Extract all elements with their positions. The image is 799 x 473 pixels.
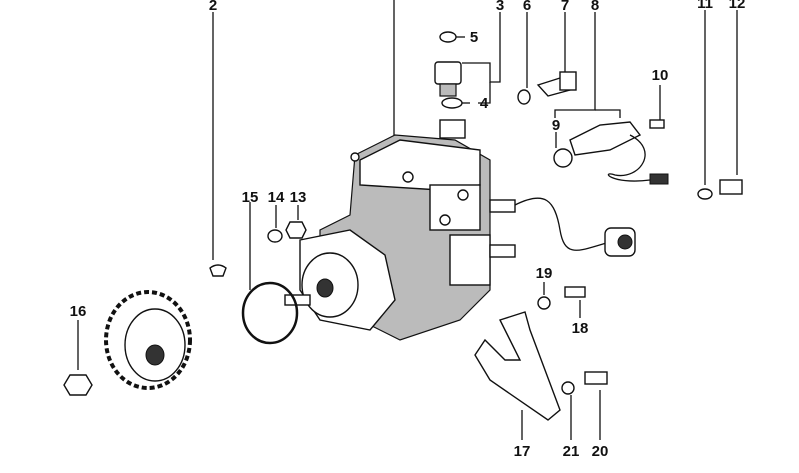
callout-15: 15 (242, 189, 259, 206)
callout-18: 18 (572, 320, 589, 337)
callout-13: 13 (290, 189, 307, 206)
callout-16: 16 (70, 303, 87, 320)
callout-21: 21 (563, 443, 580, 460)
callout-labels: 2 3 4 5 6 7 8 9 10 11 12 13 14 15 16 17 … (70, 0, 746, 460)
callout-12: 12 (729, 0, 746, 12)
callout-17: 17 (514, 443, 531, 460)
callout-11: 11 (697, 0, 713, 12)
injection-pump (284, 119, 636, 341)
small-parts (63, 31, 743, 421)
callout-19: 19 (536, 265, 553, 282)
callout-3: 3 (496, 0, 504, 14)
callout-4: 4 (480, 95, 489, 112)
callout-10: 10 (652, 67, 669, 84)
callout-8: 8 (591, 0, 599, 14)
callout-7: 7 (561, 0, 569, 14)
callout-14: 14 (268, 189, 285, 206)
callout-6: 6 (523, 0, 531, 14)
callout-2: 2 (209, 0, 217, 14)
callout-5: 5 (470, 29, 478, 46)
callout-9: 9 (552, 117, 560, 134)
callout-20: 20 (592, 443, 609, 460)
